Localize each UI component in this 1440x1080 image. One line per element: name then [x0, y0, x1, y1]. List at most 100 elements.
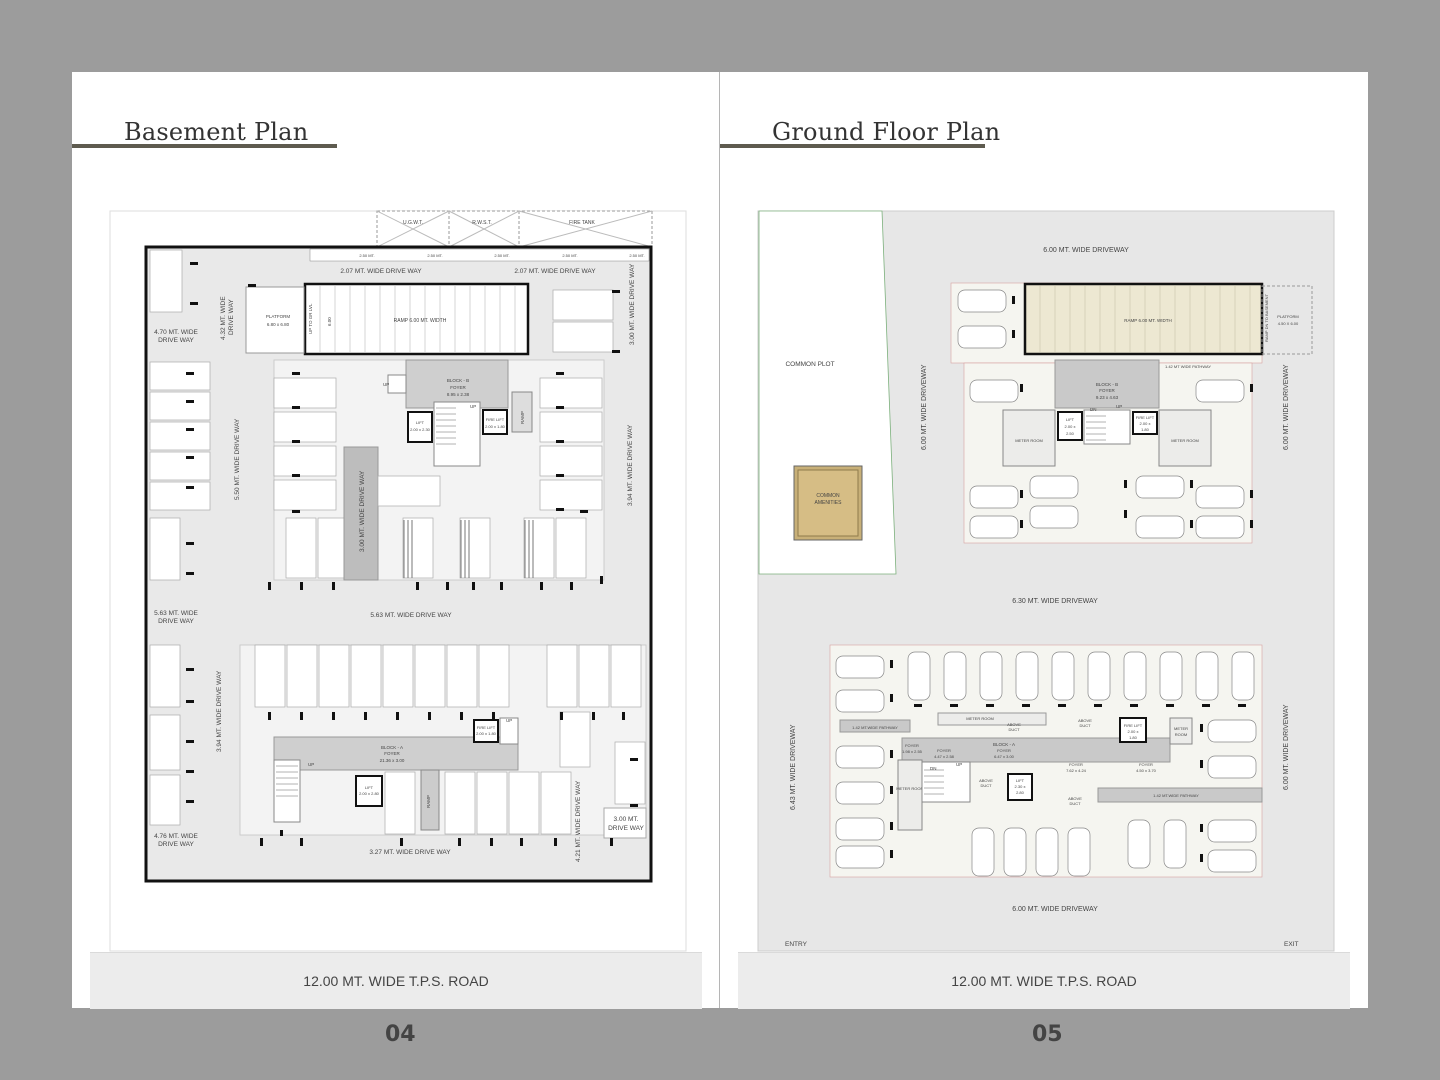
svg-text:RAMP DN TO BASEMENT: RAMP DN TO BASEMENT: [1264, 293, 1269, 342]
svg-text:2.00 x 1.80: 2.00 x 1.80: [485, 424, 506, 429]
entry-label: ENTRY: [785, 941, 808, 948]
svg-text:FOYER: FOYER: [997, 748, 1011, 753]
wheel-stops: [186, 262, 638, 846]
svg-text:METER ROOM: METER ROOM: [1015, 438, 1043, 443]
driveway-label: 2.07 MT. WIDE DRIVE WAY: [340, 268, 422, 275]
svg-text:1.80: 1.80: [1141, 427, 1150, 432]
page-number: 04: [385, 1022, 416, 1047]
tank-label: R.W.S.T.: [472, 220, 491, 226]
stall-label: 2.50 MT.: [562, 253, 577, 258]
svg-text:LIFT: LIFT: [1066, 417, 1075, 422]
title-underline: [720, 144, 985, 148]
driveway-label: DRIVE WAY: [158, 337, 194, 344]
svg-text:BLOCK - A: BLOCK - A: [993, 742, 1015, 747]
svg-text:METER: METER: [1174, 726, 1188, 731]
svg-text:9.23 x 4.63: 9.23 x 4.63: [1096, 395, 1119, 400]
block-b-core: BLOCK - B FOYER 8.95 x 2.38 LIFT 2.00 x …: [383, 359, 533, 467]
svg-text:ABOVE: ABOVE: [1007, 722, 1021, 727]
driveway-label: 6.00 MT. WIDE DRIVEWAY: [1012, 906, 1098, 913]
svg-text:1.42 MT.WIDE PATHWAY: 1.42 MT.WIDE PATHWAY: [852, 725, 898, 730]
tank-label: FIRE TANK: [569, 220, 595, 226]
book-spine: [719, 72, 720, 1008]
ramp-note: 6.00: [327, 317, 332, 326]
driveway-label: 6.00 MT. WIDE DRIVEWAY: [1283, 704, 1290, 790]
svg-text:4.47 x 2.58: 4.47 x 2.58: [934, 754, 955, 759]
svg-text:DUCT: DUCT: [980, 783, 992, 788]
svg-text:METER ROOM: METER ROOM: [966, 716, 994, 721]
driveway-label: 4.76 MT. WIDE: [154, 833, 198, 840]
driveway-label: 3.27 MT. WIDE DRIVE WAY: [369, 849, 451, 856]
svg-text:ABOVE: ABOVE: [979, 778, 993, 783]
stall-label: 2.50 MT.: [629, 253, 644, 258]
svg-text:FIRE LIFT: FIRE LIFT: [477, 725, 496, 730]
ramp-label: RAMP 6.00 MT. WIDTH: [394, 318, 447, 324]
svg-text:ABOVE: ABOVE: [1078, 718, 1092, 723]
svg-text:6.47 x 3.00: 6.47 x 3.00: [994, 754, 1015, 759]
svg-text:DUCT: DUCT: [1069, 801, 1081, 806]
driveway-label: 4.70 MT. WIDE: [154, 329, 198, 336]
amenities-label: COMMON: [816, 493, 840, 499]
svg-text:FOYER: FOYER: [1069, 762, 1083, 767]
svg-text:7.62 x 4.24: 7.62 x 4.24: [1066, 768, 1087, 773]
svg-text:RAMP: RAMP: [426, 795, 431, 808]
svg-text:PLATFORM: PLATFORM: [1277, 314, 1298, 319]
driveway-label: DRIVE WAY: [158, 841, 194, 848]
road-label: 12.00 MT. WIDE T.P.S. ROAD: [90, 952, 702, 1009]
basement-ramp: [303, 282, 530, 356]
svg-text:FOYER: FOYER: [384, 751, 400, 756]
tank-label: U.G.W.T.: [403, 220, 423, 226]
svg-text:LIFT: LIFT: [365, 785, 374, 790]
driveway-label: 4.32 MT. WIDE: [220, 296, 227, 340]
svg-text:RAMP 6.00 MT. WIDTH: RAMP 6.00 MT. WIDTH: [1124, 318, 1171, 323]
ramp-note: UP TO GR LVL: [308, 303, 313, 334]
block-a-core: BLOCK - A FOYER 21.36 x 3.00 UP LIFT 2.0…: [273, 717, 519, 831]
svg-text:ABOVE: ABOVE: [1068, 796, 1082, 801]
svg-text:UP: UP: [308, 762, 314, 767]
wheel-stops-ground: [890, 296, 1253, 862]
svg-text:2.00 x 2.80: 2.00 x 2.80: [359, 791, 380, 796]
svg-text:FIRE LIFT: FIRE LIFT: [486, 417, 505, 422]
driveway-label: 6.43 MT. WIDE DRIVEWAY: [790, 724, 797, 810]
page-title: Ground Floor Plan: [772, 118, 1001, 146]
svg-text:FOYER: FOYER: [905, 743, 919, 748]
driveway-label: 2.07 MT. WIDE DRIVE WAY: [514, 268, 596, 275]
svg-text:ROOM: ROOM: [1175, 732, 1187, 737]
driveway-label: 6.00 MT. WIDE DRIVEWAY: [921, 364, 928, 450]
svg-text:FOYER: FOYER: [1139, 762, 1153, 767]
parking-stalls-lower: [254, 644, 646, 835]
platform-size: 6.80 x 6.80: [267, 322, 290, 327]
svg-text:FOYER: FOYER: [450, 385, 466, 390]
parking-hatch: [403, 520, 534, 578]
svg-text:UP: UP: [956, 762, 962, 767]
driveway-label: DRIVE WAY: [608, 825, 644, 832]
svg-text:1.80: 1.80: [1129, 735, 1138, 740]
driveway-label: DRIVE WAY: [228, 299, 235, 335]
svg-text:METER ROOM: METER ROOM: [896, 786, 924, 791]
page-number: 05: [1032, 1022, 1063, 1047]
svg-text:DN: DN: [1090, 407, 1097, 412]
page-title: Basement Plan: [124, 118, 309, 146]
amenities-label: AMENITIES: [815, 500, 843, 506]
driveway-label: 5.63 MT. WIDE DRIVE WAY: [370, 612, 452, 619]
driveway-label: 3.00 MT.: [614, 816, 639, 823]
parking-stalls-left: [149, 249, 211, 826]
svg-text:2.80: 2.80: [1016, 790, 1025, 795]
central-driveway: [343, 446, 379, 581]
svg-text:21.36 x 3.00: 21.36 x 3.00: [380, 758, 405, 763]
svg-text:8.95 x 2.38: 8.95 x 2.38: [447, 392, 470, 397]
common-plot-label: COMMON PLOT: [785, 361, 834, 368]
svg-text:BLOCK - B: BLOCK - B: [1096, 382, 1118, 387]
driveway-label: DRIVE WAY: [158, 618, 194, 625]
stall-label: 2.50 MT.: [494, 253, 509, 258]
driveway-label: 6.00 MT. WIDE DRIVEWAY: [1043, 247, 1129, 254]
svg-text:2.00 x: 2.00 x: [1128, 729, 1139, 734]
svg-text:1.42 MT.WIDE PATHWAY: 1.42 MT.WIDE PATHWAY: [1153, 793, 1199, 798]
svg-text:2.00 x 1.80: 2.00 x 1.80: [476, 731, 497, 736]
svg-text:LIFT: LIFT: [416, 420, 425, 425]
svg-text:DUCT: DUCT: [1079, 723, 1091, 728]
svg-text:UP: UP: [1116, 404, 1122, 409]
basement-plan: U.G.W.T. R.W.S.T. FIRE TANK 2.50 MT. 2.5…: [109, 210, 687, 952]
svg-text:UP: UP: [383, 382, 389, 387]
parked-cars-block-b: [957, 289, 1245, 539]
